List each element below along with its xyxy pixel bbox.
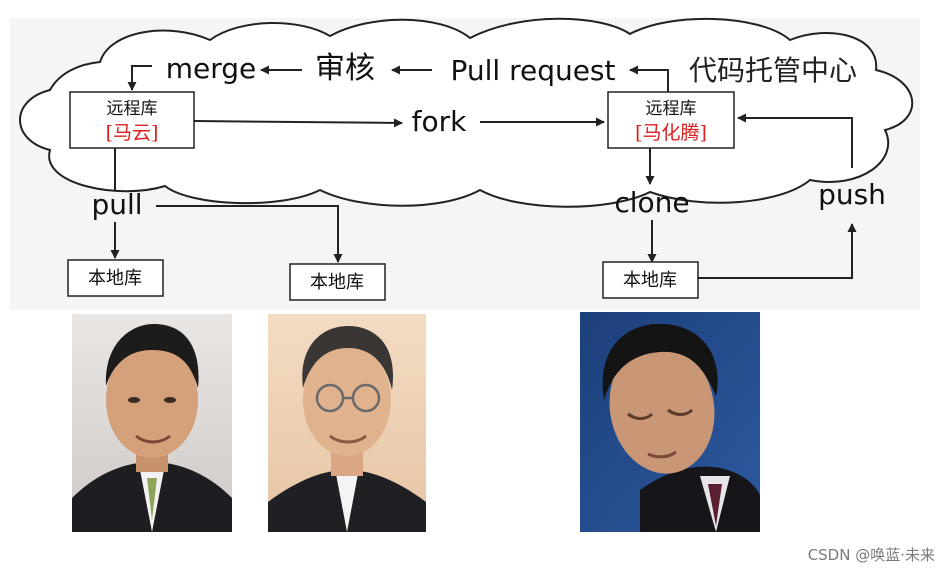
- pull-request-label: Pull request: [450, 54, 615, 87]
- cloud-shape: [19, 17, 913, 208]
- arrow-local-to-push: [698, 223, 857, 279]
- remote-repo-right-owner: [马化腾]: [635, 122, 707, 144]
- local-repo-1: [67, 259, 164, 297]
- portrait-photo-3: [580, 312, 760, 532]
- local-repo-1-label: 本地库: [88, 268, 142, 289]
- fork-label: fork: [412, 105, 468, 138]
- remote-repo-left-title: 远程库: [107, 99, 158, 119]
- local-repo-3: [602, 261, 699, 299]
- arrow-push-to-right-remote: [737, 113, 853, 168]
- review-label: 审核: [315, 51, 375, 86]
- remote-repo-right: [607, 91, 735, 149]
- portrait-photo-1: [72, 314, 232, 532]
- clone-label: clone: [614, 186, 689, 219]
- push-label: push: [818, 178, 886, 211]
- local-repo-2-label: 本地库: [310, 272, 364, 293]
- remote-repo-right-title: 远程库: [646, 99, 697, 119]
- arrow-merge-to-left-remote: [127, 65, 152, 91]
- arrow-pull-to-local-2: [156, 205, 343, 263]
- local-repo-3-label: 本地库: [623, 270, 677, 291]
- remote-repo-left: [69, 91, 195, 149]
- arrow-right-remote-to-pr: [629, 65, 669, 92]
- csdn-watermark: CSDN @唤蓝·未来: [807, 546, 935, 564]
- local-repo-2: [289, 263, 386, 301]
- portrait-photo-2: [268, 314, 426, 532]
- cloud-label: 代码托管中心: [689, 54, 857, 87]
- merge-label: merge: [166, 52, 257, 85]
- arrow-left-remote-to-fork: [193, 118, 403, 128]
- pull-label: pull: [91, 188, 142, 221]
- remote-repo-left-owner: [马云]: [106, 122, 159, 144]
